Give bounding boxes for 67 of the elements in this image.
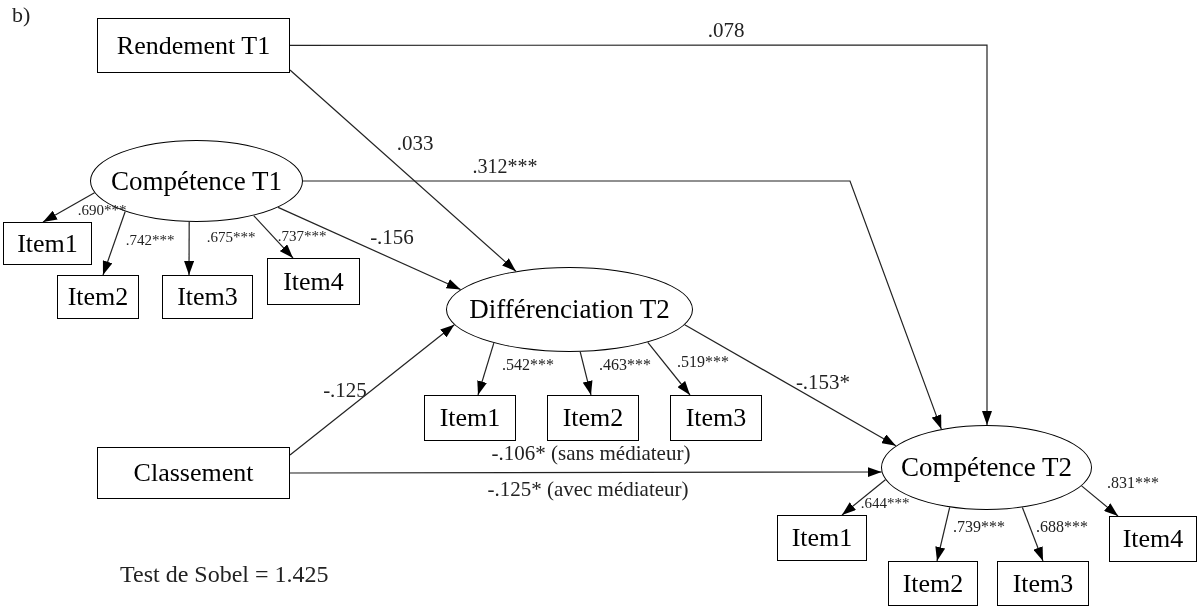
- arrow: [647, 341, 691, 396]
- variable-name: Item3: [1012, 570, 1074, 597]
- arrow: [684, 324, 897, 447]
- observed-variable-box: [888, 561, 978, 606]
- observed-variable-box: [162, 275, 253, 319]
- arrow: [289, 324, 455, 456]
- edge-label: -.106* (sans médiateur): [491, 442, 691, 464]
- observed-variable-box: [3, 222, 92, 265]
- edge-label: .644***: [860, 495, 910, 511]
- variable-name: Rendement T1: [116, 32, 271, 59]
- arrow: [253, 215, 294, 259]
- variable-name: Compétence T1: [110, 167, 283, 195]
- variable-name: Différenciation T2: [469, 296, 670, 323]
- variable-name: Item4: [283, 268, 344, 295]
- arrow: [1081, 485, 1119, 517]
- observed-variable-box: [97, 18, 290, 73]
- arrow: [42, 192, 96, 223]
- coefficient-text: -.125* (avec médiateur): [487, 478, 689, 500]
- observed-variable-box: [547, 395, 639, 441]
- observed-variable-box: [57, 275, 139, 319]
- observed-variable-box: [97, 447, 290, 499]
- variable-name: Item2: [67, 284, 129, 310]
- note-text: b): [12, 4, 31, 26]
- edge-label: .519***: [677, 354, 729, 370]
- arrow: [102, 210, 126, 276]
- observed-variable-box: [777, 515, 867, 561]
- edge-label: .688***: [1036, 519, 1088, 535]
- arrow: [1021, 506, 1044, 562]
- observed-variable-box: [1109, 516, 1197, 562]
- edge-label: .675***: [206, 229, 256, 245]
- edge-label: .312***: [472, 156, 538, 176]
- arrow: [302, 180, 942, 430]
- variable-name: Item1: [791, 525, 853, 551]
- edge-label: .078: [707, 19, 745, 41]
- observed-variable-box: [267, 258, 360, 305]
- variable-name: Item3: [685, 405, 747, 431]
- variable-name: Item2: [902, 570, 964, 597]
- edge-label: -.153*: [795, 371, 851, 393]
- edge-label: .737***: [277, 228, 327, 244]
- observed-variable-box: [424, 395, 516, 441]
- variable-name: Item4: [1122, 526, 1184, 552]
- arrow: [841, 479, 886, 516]
- variable-name: Item3: [177, 284, 238, 310]
- edge-label: .831***: [1107, 475, 1159, 491]
- arrow: [289, 467, 883, 477]
- arrow: [289, 69, 517, 272]
- arrow: [277, 206, 462, 291]
- edge-label: .463***: [599, 357, 651, 373]
- arrow: [477, 342, 495, 396]
- arrow: [935, 506, 951, 562]
- edge-label: .033: [396, 132, 434, 154]
- variable-name: Item1: [439, 405, 501, 431]
- edge-label: -.125: [323, 379, 367, 401]
- variable-name: Item1: [17, 230, 78, 257]
- observed-variable-box: [997, 561, 1089, 606]
- arrow: [579, 351, 593, 396]
- edge-label: .542***: [502, 357, 554, 373]
- edge-label: -.156: [370, 226, 414, 248]
- variable-name: Item2: [562, 405, 624, 431]
- note-text: Test de Sobel = 1.425: [120, 562, 329, 586]
- arrow: [289, 44, 992, 426]
- edge-label: .742***: [125, 232, 175, 248]
- observed-variable-box: [670, 395, 762, 441]
- variable-name: Classement: [133, 460, 254, 486]
- arrow: [184, 221, 195, 276]
- edge-label: .739***: [953, 519, 1005, 535]
- variable-name: Compétence T2: [900, 454, 1073, 481]
